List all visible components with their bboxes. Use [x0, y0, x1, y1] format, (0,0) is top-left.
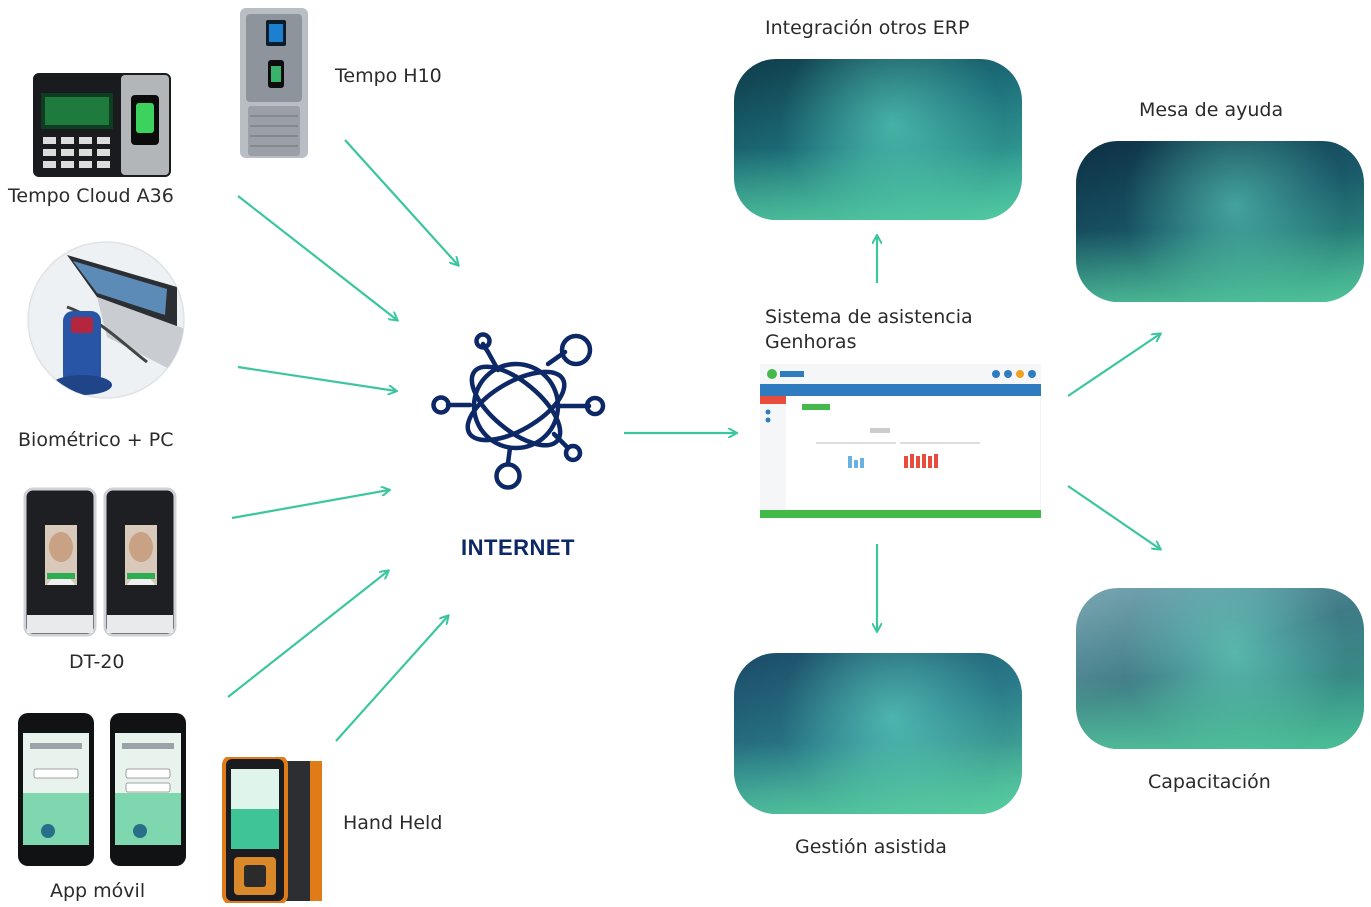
arrow-biometrico-to-internet: [237, 365, 396, 391]
internet-label: INTERNET: [461, 535, 575, 560]
tempo-h10-label: Tempo H10: [335, 65, 442, 87]
capacitacion-label: Capacitación: [1148, 771, 1271, 793]
arrow-system-to-capacitacion: [1067, 485, 1160, 549]
arrow-h10-to-internet: [344, 139, 458, 265]
hand-held-image: [222, 755, 326, 905]
arrow-system-to-mesa: [1067, 334, 1160, 397]
mesa-ayuda-image: [1076, 141, 1364, 302]
genhoras-dashboard-screenshot: [759, 363, 1042, 519]
gestion-asistida-label: Gestión asistida: [795, 836, 947, 858]
arrow-dt20-to-internet: [231, 490, 389, 520]
internet-globe-icon: [430, 330, 610, 490]
app-movil-label: App móvil: [50, 880, 146, 902]
hand-held-label: Hand Held: [343, 812, 443, 834]
mesa-ayuda-label: Mesa de ayuda: [1139, 99, 1284, 121]
tempo-cloud-a36-label: Tempo Cloud A36: [8, 185, 174, 207]
arrow-app-to-internet: [227, 571, 388, 698]
gestion-asistida-image: [734, 653, 1022, 814]
capacitacion-image: [1076, 588, 1364, 749]
tempo-h10-image: [238, 6, 310, 160]
biometrico-pc-label: Biométrico + PC: [18, 429, 174, 451]
integracion-erp-image: [734, 59, 1022, 220]
biometrico-pc-image: [27, 237, 185, 403]
system-title-line2: Genhoras: [765, 331, 857, 353]
integracion-erp-label: Integración otros ERP: [765, 17, 970, 39]
system-title-line1: Sistema de asistencia: [765, 306, 973, 328]
dt20-image: [21, 487, 177, 637]
arrow-handheld-to-internet: [335, 616, 448, 742]
app-movil-image: [18, 713, 188, 866]
dt20-label: DT-20: [69, 651, 125, 673]
arrow-a36-to-internet: [237, 195, 397, 320]
tempo-cloud-a36-image: [33, 73, 171, 177]
